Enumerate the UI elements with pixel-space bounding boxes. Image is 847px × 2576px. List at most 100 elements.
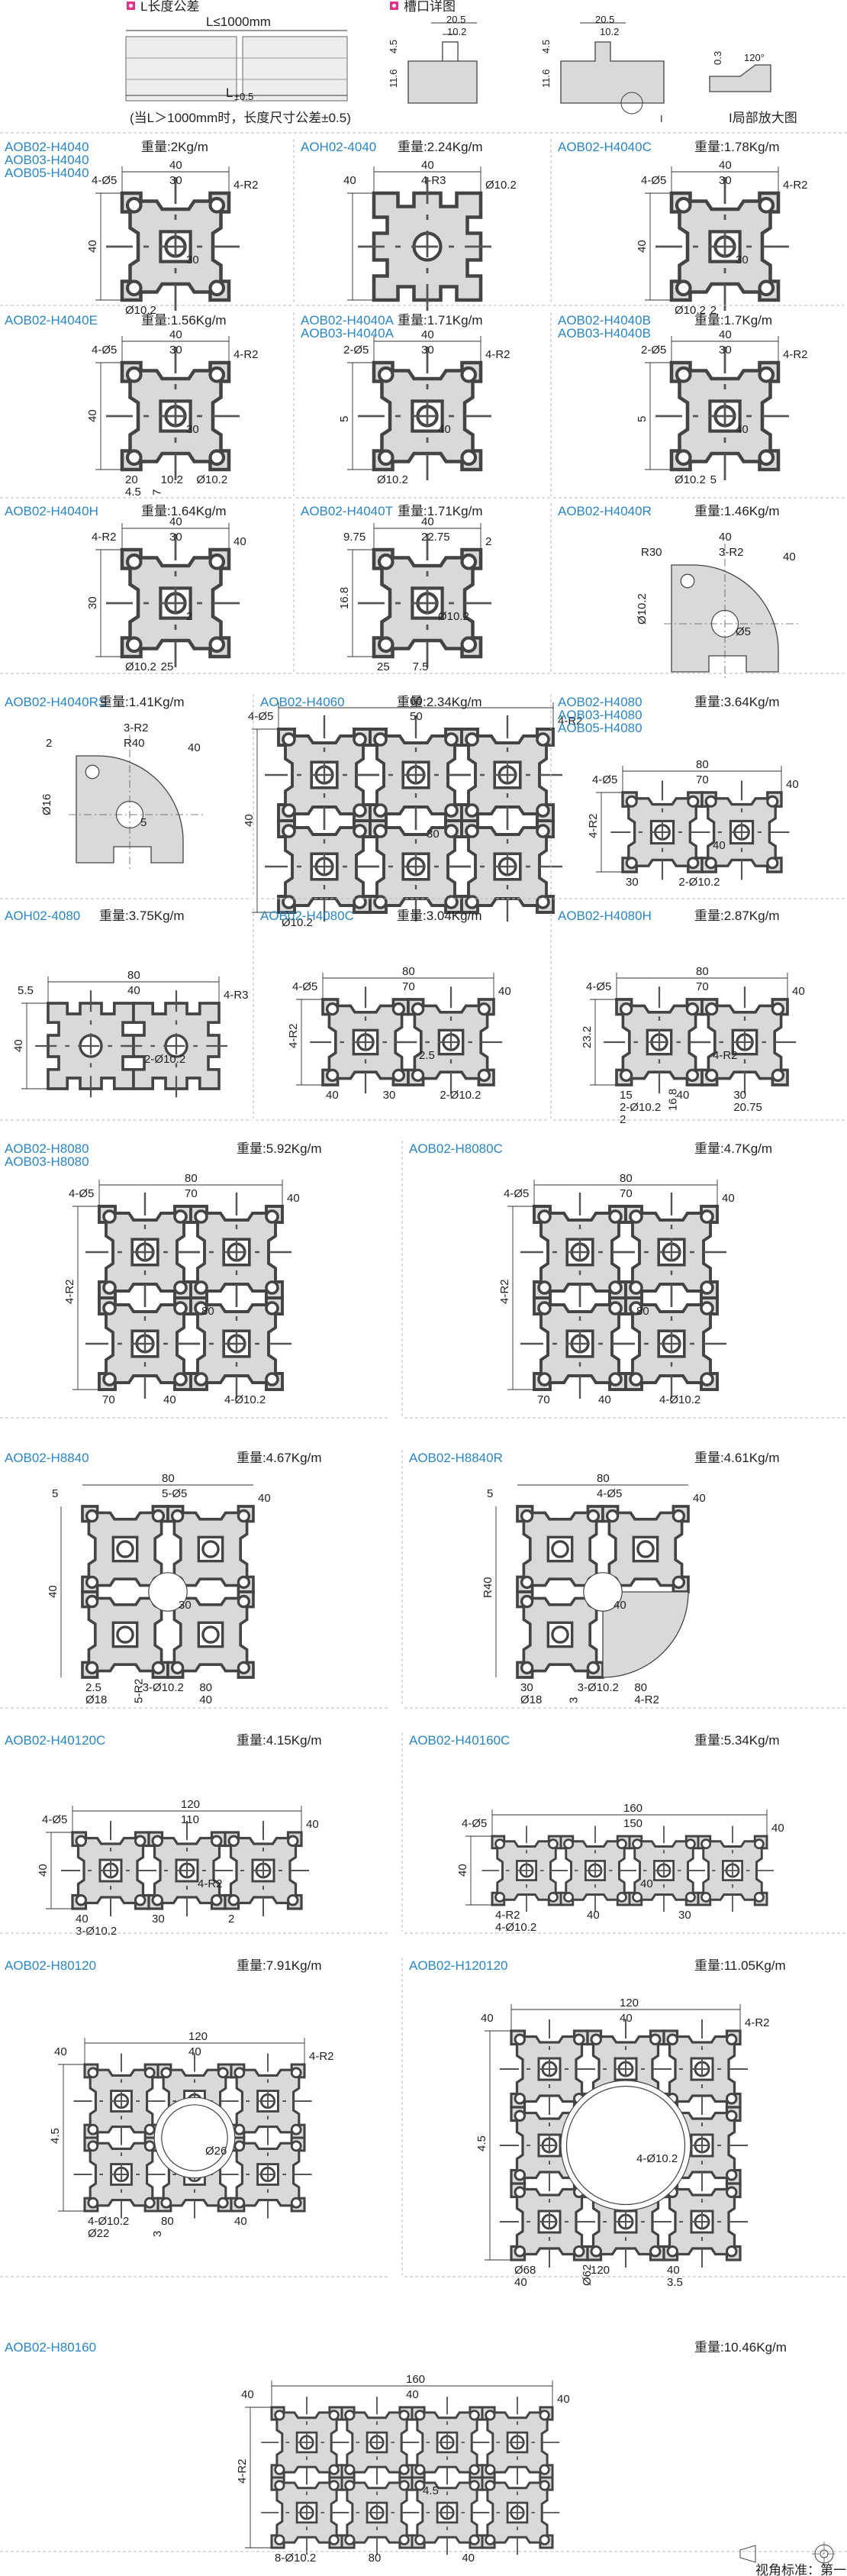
dimension-label: 40 <box>719 328 732 341</box>
dimension-label: 80 <box>696 965 709 978</box>
dimension-label: 30 <box>186 423 199 436</box>
profile-weight: 重量:3.64Kg/m <box>694 695 780 709</box>
dimension-label: 30 <box>152 1913 165 1926</box>
dimension-label: 4-Ø10.2 <box>495 1921 536 1934</box>
dimension-label: 80 <box>696 758 709 771</box>
dimension-label: 4-R2 <box>498 1279 511 1304</box>
dimension-label: 25 <box>377 660 390 673</box>
profile-name: AOB02-H40160C <box>409 1733 510 1748</box>
profile-weight: 重量:4.15Kg/m <box>237 1733 322 1748</box>
dimension-label: 70 <box>696 773 709 786</box>
dimension-label: 80 <box>597 1472 610 1485</box>
profile-name: AOB05-H4040 <box>5 166 89 180</box>
dimension-label: 40 <box>169 328 182 341</box>
dimension-label: 40 <box>199 1693 212 1706</box>
dimension-label: 5 <box>52 1487 58 1500</box>
dimension-label: 30 <box>719 344 732 357</box>
profile-name: AOB02-H4040C <box>558 140 652 154</box>
dimension-label: 2-Ø5 <box>343 344 369 357</box>
slot2-width: 20.5 <box>595 14 614 25</box>
profile-weight: 重量:1.46Kg/m <box>694 504 780 518</box>
dimension-label: 4-R2 <box>485 348 510 361</box>
dimension-label: 40 <box>771 1822 784 1835</box>
dimension-label: 20 <box>125 473 138 486</box>
dimension-label: Ø5 <box>736 625 751 638</box>
profile-name: AOB02-H8840 <box>5 1451 89 1465</box>
profile-name: AOB02-H4040 <box>5 140 89 154</box>
dimension-label: 4-Ø5 <box>69 1187 94 1200</box>
dimension-label: 5 <box>487 1487 493 1500</box>
dimension-label: 40 <box>258 1492 271 1505</box>
dimension-label: 4.5 <box>475 2135 488 2152</box>
slot-detail-section: 槽口详图 20.5 10.2 4.5 11.6 20.5 10.2 4.5 11… <box>388 0 797 125</box>
dimension-label: 4-Ø5 <box>504 1187 529 1200</box>
dimension-label: 40 <box>421 515 434 528</box>
dimension-label: 7.5 <box>413 660 429 673</box>
dimension-label: Ø10.2 <box>125 304 156 317</box>
dimension-label: 40 <box>169 159 182 172</box>
dimension-label: Ø22 <box>88 2227 109 2240</box>
dimension-label: 4-R2 <box>558 715 583 728</box>
dimension-label: 40 <box>498 985 511 998</box>
dimension-label: 120 <box>591 2264 610 2277</box>
dimension-label: 70 <box>696 980 709 993</box>
dimension-label: 40 <box>127 984 140 997</box>
profile-name: AOB03-H8080 <box>5 1154 89 1169</box>
profile-name: AOB02-H8080 <box>5 1141 89 1156</box>
slot-marker-dot-icon <box>392 4 396 8</box>
dimension-label: Ø10.2 <box>377 473 408 486</box>
dimension-label: 4-Ø5 <box>597 1487 622 1500</box>
dimension-label: 10.2 <box>161 473 183 486</box>
profile-name: AOB02-H8080C <box>409 1141 503 1156</box>
dimension-label: 2-Ø10.2 <box>678 876 720 889</box>
profile-name: AOB02-H4040A <box>301 313 395 328</box>
dimension-label: 4-R2 <box>587 813 600 838</box>
dimension-label: 40 <box>786 778 799 791</box>
profile-weight: 重量:4.61Kg/m <box>694 1451 780 1465</box>
profile-weight: 重量:3.75Kg/m <box>99 909 185 923</box>
dimension-label: 40 <box>713 839 726 852</box>
dimension-label: 40 <box>719 159 732 172</box>
dimension-label: 160 <box>406 2373 425 2386</box>
dimension-label: 4-R2 <box>745 2016 770 2029</box>
dimension-label: 40 <box>719 531 732 544</box>
dimension-label: 40 <box>188 741 201 754</box>
dimension-label: 40 <box>640 1877 653 1890</box>
slot1-depth: 4.5 <box>388 40 399 53</box>
dimension-label: 3-Ø10.2 <box>76 1925 117 1938</box>
dimension-label: 40 <box>421 159 434 172</box>
profile-weight: 重量:10.46Kg/m <box>694 2340 787 2355</box>
profile-weight: 重量:2Kg/m <box>141 140 208 154</box>
footer: 视角标准：第一视角 <box>739 2542 847 2576</box>
dimension-label: 40 <box>598 1393 611 1406</box>
dimension-label: 2-Ø10.2 <box>440 1089 481 1102</box>
profile-weight: 重量:2.34Kg/m <box>397 695 482 709</box>
slot1-width: 20.5 <box>446 14 465 25</box>
length-tolerance-title: L长度公差 <box>140 0 199 14</box>
profile-name: AOH02-4080 <box>5 909 80 923</box>
profile-weight: 重量:1.41Kg/m <box>99 695 185 709</box>
dimension-label: 40 <box>163 1393 176 1406</box>
dimension-label: 4-Ø10.2 <box>636 2152 678 2165</box>
dimension-label: 120 <box>188 2030 208 2043</box>
dimension-label: 4-R2 <box>309 2050 334 2063</box>
dimension-label: R40 <box>124 737 145 750</box>
profile-name: AOH02-4040 <box>301 140 376 154</box>
dimension-label: 120 <box>181 1798 200 1811</box>
dimension-label: 40 <box>456 1864 469 1877</box>
zoom-marker: I <box>660 113 663 124</box>
dimension-label: 2 <box>710 304 717 317</box>
dimension-label: 40 <box>326 1089 339 1102</box>
dimension-label: 3-R2 <box>719 546 744 559</box>
profile-name: AOB02-H4040RS <box>5 695 107 709</box>
dimension-label: 40 <box>587 1909 600 1922</box>
dimension-label: 2-Ø10.2 <box>144 1053 185 1066</box>
dimension-label: 4-Ø10.2 <box>88 2215 129 2228</box>
